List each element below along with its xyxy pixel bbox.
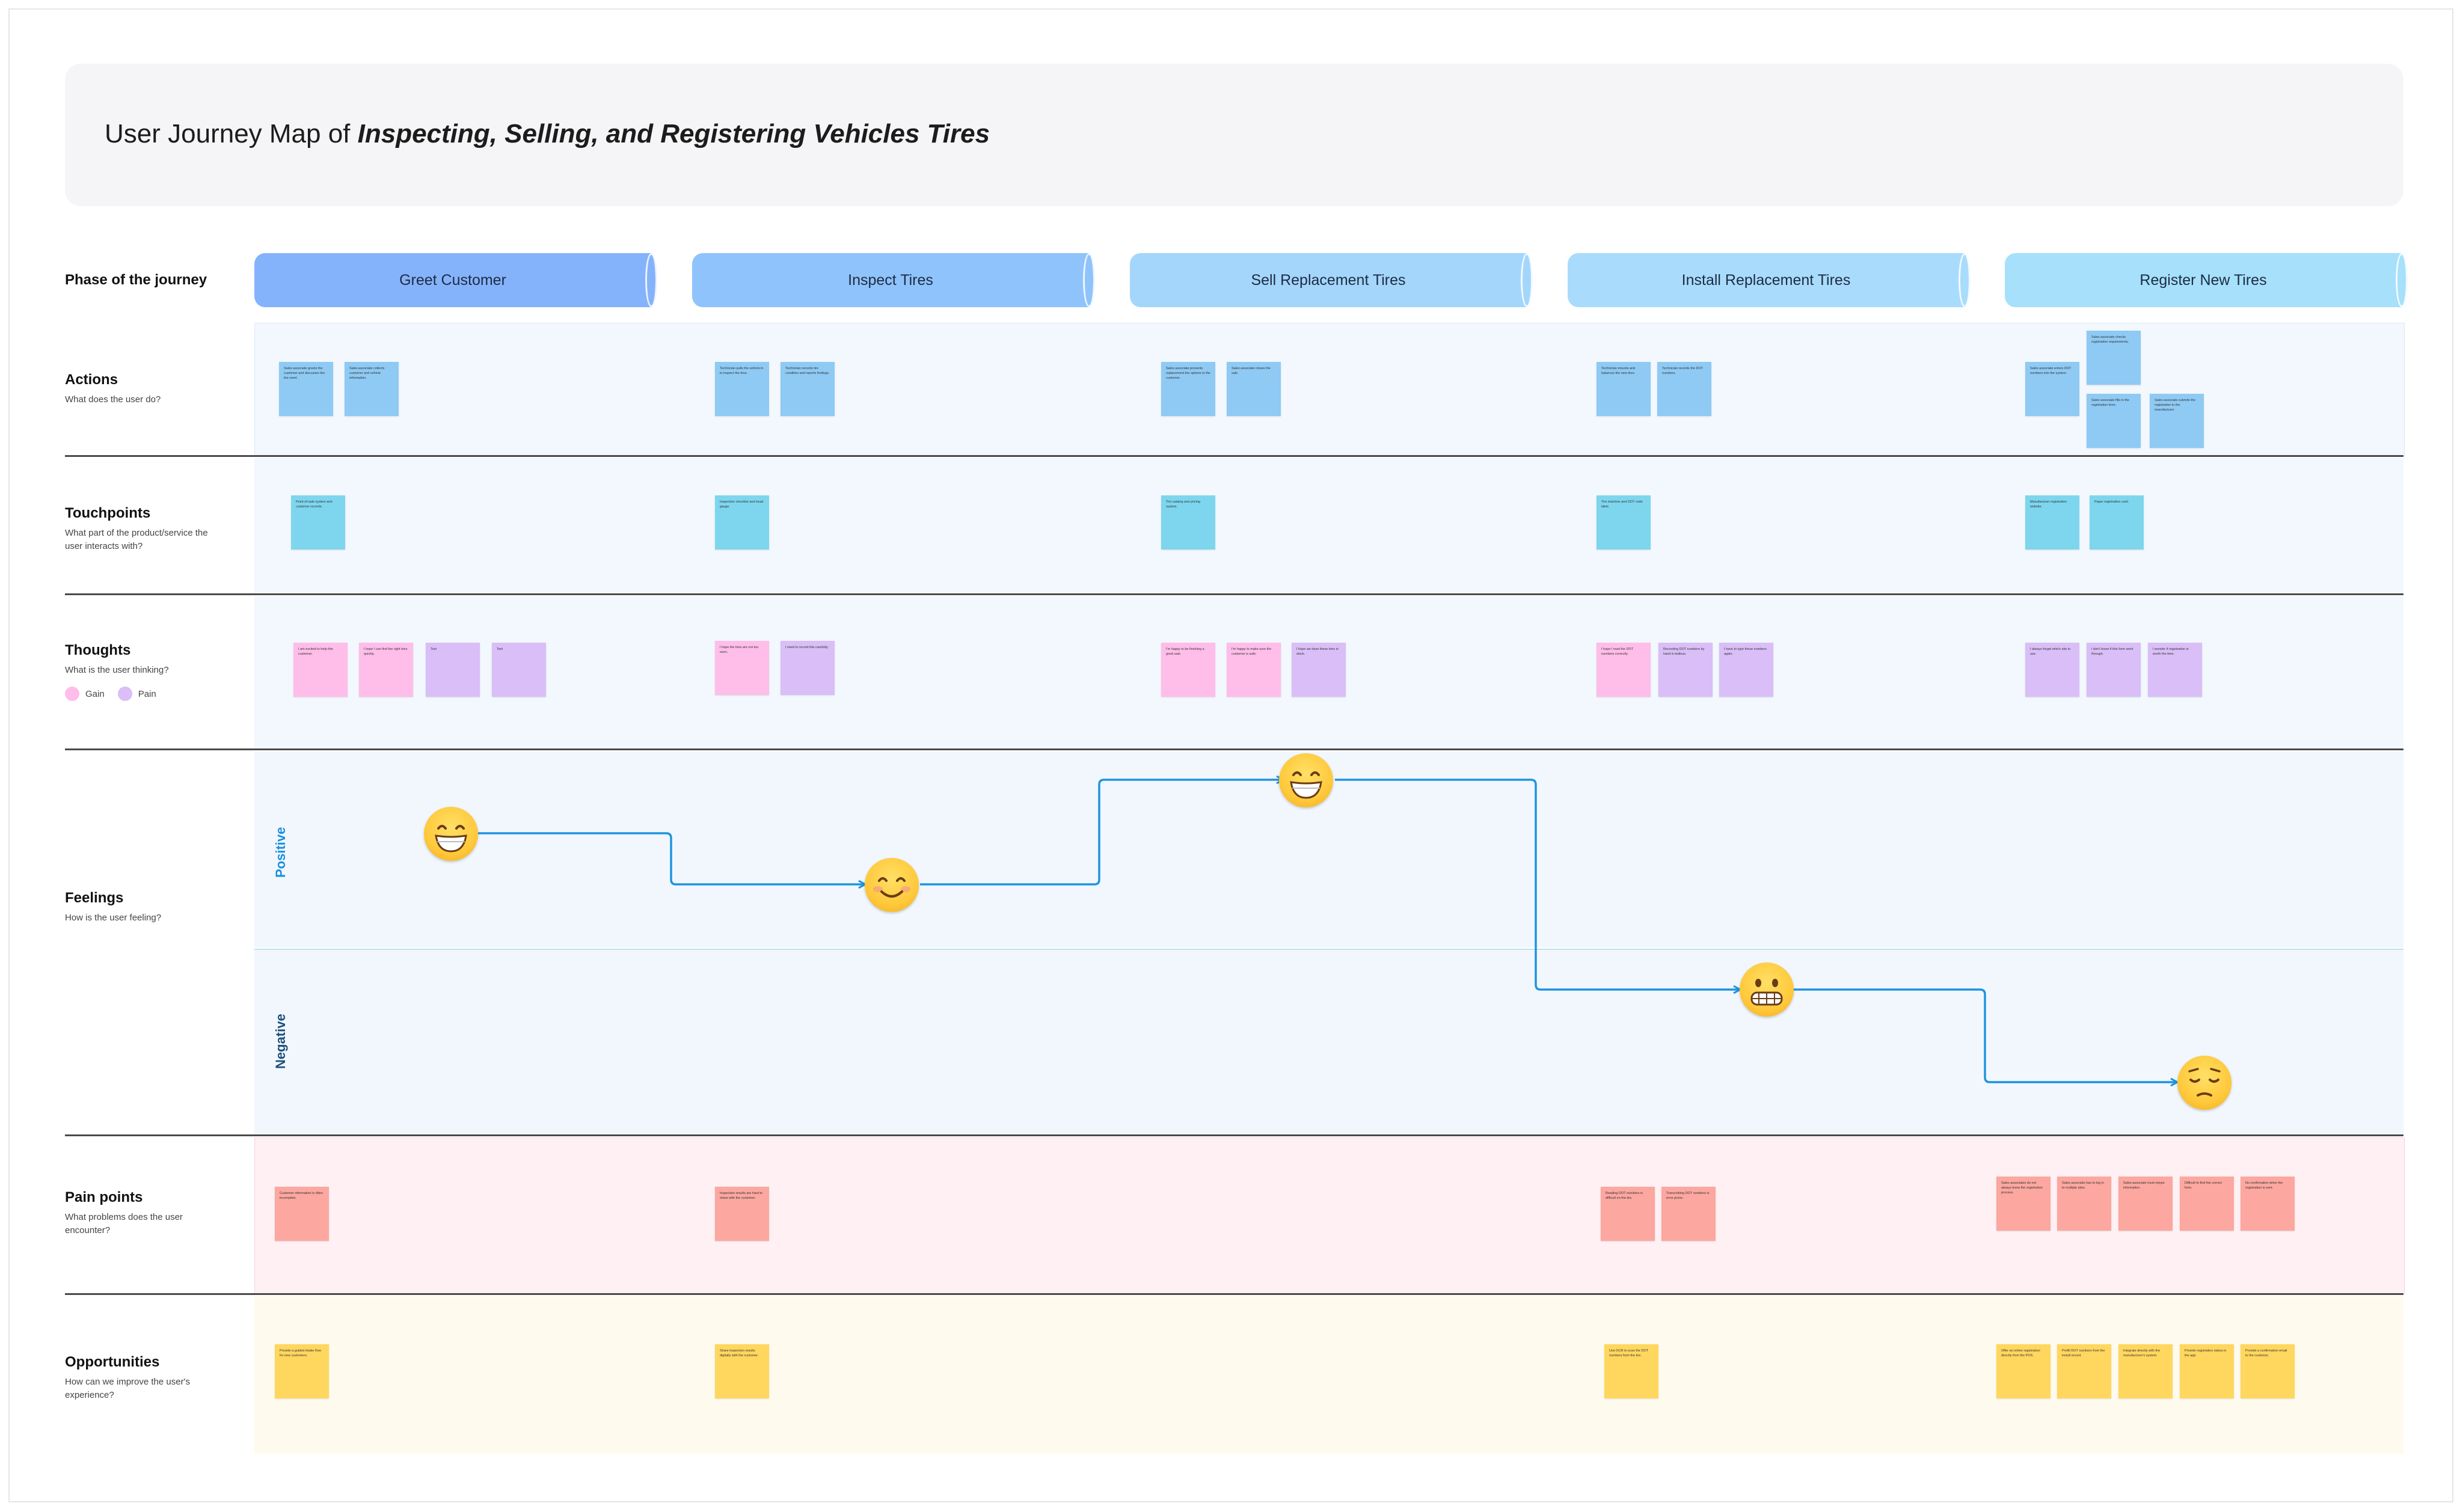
painpoint-note[interactable]: No confirmation when the registration is…	[2241, 1177, 2295, 1231]
thought-note-gain[interactable]: I hope I can find the right tires quickl…	[359, 643, 413, 697]
feelings-positive-label: Positive	[273, 827, 288, 878]
opportunity-note[interactable]: Offer an online registration directly fr…	[1996, 1344, 2050, 1398]
thought-note-pain[interactable]: I wonder if registration is worth the ti…	[2148, 643, 2202, 697]
painpoint-note[interactable]: Sales associate must retype information.	[2118, 1177, 2173, 1231]
action-note[interactable]: Technician records tire condition and re…	[781, 362, 835, 416]
opportunity-note[interactable]: Provide a confirmation email to the cust…	[2241, 1344, 2295, 1398]
phase-sell-replacement-tires[interactable]: Sell Replacement Tires	[1130, 253, 1533, 307]
phase-inspect-tires[interactable]: Inspect Tires	[692, 253, 1095, 307]
touchpoint-note[interactable]: Inspection checklist and tread gauge.	[715, 495, 769, 549]
painpoint-note[interactable]: Difficult to find the correct form.	[2180, 1177, 2234, 1231]
thought-note-pain[interactable]: I have to type these numbers again.	[1719, 643, 1773, 697]
thought-note-gain[interactable]: I hope I read the DOT numbers correctly.	[1597, 643, 1651, 697]
action-note[interactable]: Sales associate checks registration requ…	[2087, 331, 2141, 385]
action-note[interactable]: Sales associate submits the registration…	[2150, 394, 2204, 448]
phase-row-label: Phase of the journey	[65, 272, 207, 288]
action-note[interactable]: Technician pulls the vehicle in to inspe…	[715, 362, 769, 416]
touchpoint-note[interactable]: Point-of-sale system and customer record…	[291, 495, 345, 549]
painpoint-note[interactable]: Sales associate has to log in to multipl…	[2057, 1177, 2111, 1231]
opportunity-note[interactable]: Provide registration status in the app.	[2180, 1344, 2234, 1398]
action-note[interactable]: Sales associate closes the sale.	[1227, 362, 1281, 416]
feelings-row-label: Feelings How is the user feeling?	[65, 890, 162, 923]
opportunities-row-label: Opportunities How can we improve the use…	[65, 1354, 190, 1400]
action-note[interactable]: Sales associate collects customer and ve…	[345, 362, 399, 416]
touchpoint-note[interactable]: Manufacturer registration website.	[2025, 495, 2079, 549]
thought-note-pain[interactable]: Text	[492, 643, 546, 697]
divider-actions	[65, 455, 2403, 457]
painpoint-note[interactable]: Reading DOT numbers is difficult on the …	[1601, 1187, 1655, 1241]
thought-note-gain[interactable]: I'm happy to make sure the customer is s…	[1227, 643, 1281, 697]
feelings-negative-lane	[254, 949, 2403, 1136]
touchpoint-note[interactable]: Tire machine and DOT code label.	[1597, 495, 1651, 549]
gain-label: Gain	[85, 688, 105, 699]
phase-install-replacement-tires[interactable]: Install Replacement Tires	[1568, 253, 1971, 307]
touchpoints-lane	[254, 458, 2403, 593]
thought-note-gain[interactable]: I'm happy to be finishing a good sale.	[1161, 643, 1215, 697]
divider-touchpoints	[65, 593, 2403, 595]
painpoint-note[interactable]: Customer information is often incomplete…	[275, 1187, 329, 1241]
thoughts-row-label: Thoughts What is the user thinking?	[65, 642, 169, 675]
opportunity-note[interactable]: Share inspection results digitally with …	[715, 1344, 769, 1398]
thought-note-pain[interactable]: I hope we have these tires in stock.	[1292, 643, 1346, 697]
touchpoint-note[interactable]: Tire catalog and pricing system.	[1161, 495, 1215, 549]
thought-note-pain[interactable]: I need to record this carefully.	[781, 641, 835, 695]
pain-dot	[117, 687, 132, 701]
divider-feelings	[65, 1134, 2403, 1136]
feelings-negative-label: Negative	[273, 1014, 288, 1069]
opportunity-note[interactable]: Integrate directly with the manufacturer…	[2118, 1344, 2173, 1398]
thought-note-gain[interactable]: I hope the tires are not too worn.	[715, 641, 769, 695]
thought-note-gain[interactable]: I am excited to help this customer.	[293, 643, 348, 697]
thought-note-pain[interactable]: Recording DOT numbers by hand is tedious…	[1658, 643, 1713, 697]
action-note[interactable]: Sales associate presents replacement tir…	[1161, 362, 1215, 416]
thoughts-legend: Gain Pain	[65, 687, 156, 701]
action-note[interactable]: Technician mounts and balances the new t…	[1597, 362, 1651, 416]
divider-thoughts	[65, 748, 2403, 750]
page-title: User Journey Map of Inspecting, Selling,…	[105, 119, 990, 148]
actions-row-label: Actions What does the user do?	[65, 372, 161, 405]
title-card: User Journey Map of Inspecting, Selling,…	[65, 64, 2403, 206]
painpoint-note[interactable]: Sales associates do not always know the …	[1996, 1177, 2050, 1231]
action-note[interactable]: Technician records the DOT numbers.	[1657, 362, 1711, 416]
pensive-face-icon	[2177, 1056, 2231, 1110]
thought-note-pain[interactable]: I don't know if this form went through.	[2087, 643, 2141, 697]
pain-label: Pain	[138, 688, 156, 699]
smiling-face-icon	[865, 858, 919, 912]
action-note[interactable]: Sales associate fills in the registratio…	[2087, 394, 2141, 448]
painpoints-row-label: Pain points What problems does the user …	[65, 1189, 183, 1235]
touchpoint-note[interactable]: Paper registration card.	[2090, 495, 2144, 549]
opportunity-note[interactable]: Prefill DOT numbers from the install rec…	[2057, 1344, 2111, 1398]
phase-register-new-tires[interactable]: Register New Tires	[2005, 253, 2408, 307]
divider-painpoints	[65, 1293, 2403, 1295]
phase-greet-customer[interactable]: Greet Customer	[254, 253, 657, 307]
action-note[interactable]: Sales associate greets the customer and …	[279, 362, 333, 416]
grinning-face-icon	[424, 807, 478, 861]
grimacing-face-icon	[1740, 963, 1794, 1017]
gain-dot	[65, 687, 79, 701]
painpoint-note[interactable]: Inspection results are hard to share wit…	[715, 1187, 769, 1241]
thought-note-pain[interactable]: I always forget which site to use.	[2025, 643, 2079, 697]
opportunity-note[interactable]: Provide a guided intake flow for new cus…	[275, 1344, 329, 1398]
grinning-face-icon	[1279, 753, 1333, 807]
thought-note-pain[interactable]: Text	[426, 643, 480, 697]
action-note[interactable]: Sales associate enters DOT numbers into …	[2025, 362, 2079, 416]
opportunity-note[interactable]: Use OCR to scan the DOT numbers from the…	[1604, 1344, 1658, 1398]
actions-lane	[254, 323, 2405, 456]
painpoint-note[interactable]: Transcribing DOT numbers is error prone.	[1661, 1187, 1716, 1241]
touchpoints-row-label: Touchpoints What part of the product/ser…	[65, 505, 208, 551]
